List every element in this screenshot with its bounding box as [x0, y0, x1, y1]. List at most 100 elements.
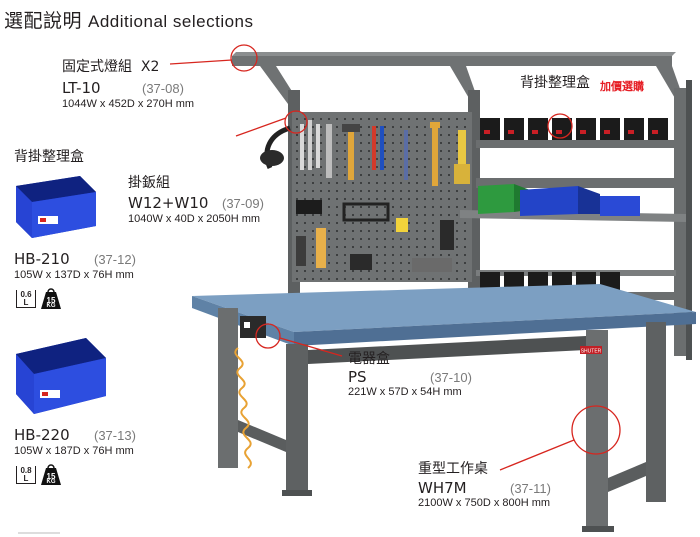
pegboard-hole [376, 206, 378, 208]
pegboard-model: W12+W10 [128, 194, 209, 212]
pegboard-hole [376, 278, 378, 280]
pegboard-hole [304, 214, 306, 216]
pegboard-hole [336, 238, 338, 240]
pegboard-hole [336, 166, 338, 168]
pegboard-hole [384, 166, 386, 168]
pegboard-hole [400, 134, 402, 136]
pegboard-hole [384, 182, 386, 184]
pegboard-hole [352, 270, 354, 272]
pegboard-hole [464, 198, 466, 200]
pegboard-hole [328, 222, 330, 224]
bin1-weight-icon: 15 KG [40, 288, 62, 310]
pegboard-hole [312, 118, 314, 120]
pegboard-hole [368, 166, 370, 168]
pegboard-hole [352, 246, 354, 248]
pegboard-hole [376, 198, 378, 200]
pegboard-hole [320, 166, 322, 168]
pegboard-hole [352, 238, 354, 240]
pegboard-hole [376, 142, 378, 144]
pegboard-hole [336, 190, 338, 192]
pegboard-hole [296, 166, 298, 168]
pegboard-hole [408, 222, 410, 224]
pegboard-hole [424, 134, 426, 136]
bin2-weight-icon: 15 KG [40, 464, 62, 486]
pegboard-hole [296, 230, 298, 232]
pegboard-hole [360, 278, 362, 280]
pegboard-hole [344, 262, 346, 264]
pegboard-hole [296, 126, 298, 128]
pegboard-hole [408, 150, 410, 152]
pegboard-hole [432, 214, 434, 216]
bench-model: WH7M [418, 479, 467, 497]
pegboard-hole [384, 246, 386, 248]
pegboard-hole [336, 182, 338, 184]
pegboard-hole [360, 134, 362, 136]
pegboard-hole [360, 182, 362, 184]
pegboard-hole [384, 118, 386, 120]
pegboard-hole [376, 230, 378, 232]
pegboard-hole [392, 158, 394, 160]
pegboard-hole [440, 214, 442, 216]
pegboard-hole [360, 270, 362, 272]
pegboard-hole [392, 222, 394, 224]
pegboard-hole [424, 198, 426, 200]
pegboard-hole [408, 206, 410, 208]
pegboard-hole [408, 142, 410, 144]
pegboard-hole [408, 214, 410, 216]
pegboard-hole [368, 190, 370, 192]
pegboard-hole [312, 166, 314, 168]
bin1-model: HB-210 [14, 250, 70, 268]
pegboard-hole [344, 278, 346, 280]
pegboard-hole [360, 214, 362, 216]
pegboard-hole [464, 246, 466, 248]
table-legs [218, 308, 666, 532]
pegboard-hole [464, 118, 466, 120]
pegboard-hole [304, 118, 306, 120]
pegboard-hole [384, 198, 386, 200]
pegboard-hole [336, 142, 338, 144]
pegboard-hole [448, 158, 450, 160]
page-title-zh: 選配說明 [4, 10, 83, 32]
pegboard-hole [376, 238, 378, 240]
callouts [169, 44, 621, 471]
pegboard-hole [400, 142, 402, 144]
pegboard-hole [344, 198, 346, 200]
bin-hb220-image [16, 338, 106, 414]
pegboard-hole [304, 174, 306, 176]
pegboard-hole [408, 270, 410, 272]
pegboard-hole [392, 206, 394, 208]
bin2-model: HB-220 [14, 426, 70, 444]
pegboard-hole [440, 118, 442, 120]
pegboard-hole [344, 222, 346, 224]
pegboard-hole [304, 142, 306, 144]
pegboard-hole [376, 254, 378, 256]
pegboard-hole [360, 166, 362, 168]
pegboard-hole [376, 262, 378, 264]
pegboard-hole [424, 174, 426, 176]
pegboard-hole [400, 190, 402, 192]
pegboard-hole [424, 166, 426, 168]
pegboard-hole [320, 134, 322, 136]
pegboard-hole [320, 278, 322, 280]
pegboard-hole [328, 214, 330, 216]
bench-name: 重型工作桌 [418, 461, 488, 477]
pegboard-hole [424, 238, 426, 240]
pegboard-hole [328, 230, 330, 232]
pegboard-hole [400, 262, 402, 264]
pegboard-hole [368, 198, 370, 200]
pegboard-hole [448, 190, 450, 192]
pegboard-hole [344, 118, 346, 120]
pegboard-hole [344, 142, 346, 144]
pegboard-hole [464, 254, 466, 256]
pegboard-hole [320, 118, 322, 120]
pegboard-hole [456, 142, 458, 144]
pegboard-hole [400, 198, 402, 200]
pegboard-hole [440, 150, 442, 152]
pegboard-hole [336, 246, 338, 248]
pegboard-hole [368, 230, 370, 232]
pegboard-hole [336, 262, 338, 264]
pegboard-dims: 1040W x 40D x 2050H mm [128, 213, 261, 225]
pegboard-hole [384, 158, 386, 160]
pegboard-hole [464, 262, 466, 264]
pegboard-hole [416, 230, 418, 232]
